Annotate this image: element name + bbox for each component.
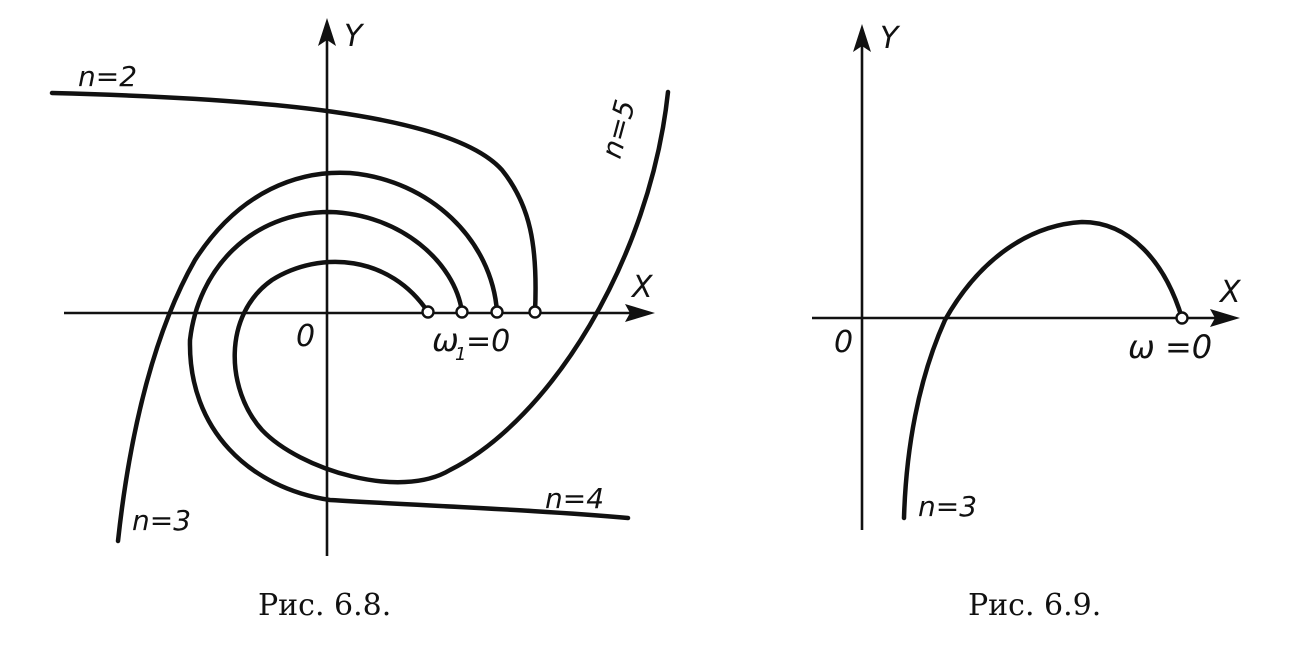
fig68-point-n5 bbox=[421, 305, 435, 319]
fig69-caption: Рис. 6.9. bbox=[968, 588, 1101, 623]
fig69-label-n3: n=3 bbox=[918, 490, 977, 523]
fig68-omega-label: ω 1 =0 bbox=[432, 321, 510, 365]
fig68-omega-equals: =0 bbox=[466, 324, 510, 359]
fig68-start-points bbox=[421, 305, 542, 319]
fig68-curve-n3 bbox=[115, 170, 500, 544]
fig68-curves bbox=[49, 89, 671, 544]
fig69-curve-n3 bbox=[901, 219, 1185, 521]
figure-6-8: Y X 0 n=2 n=3 n=4 n=5 ω 1 =0 Рис. 6.8. bbox=[49, 18, 671, 623]
fig68-y-arrow bbox=[318, 18, 336, 46]
fig68-point-n2 bbox=[528, 305, 542, 319]
fig68-x-label: X bbox=[630, 270, 654, 305]
fig68-curve-n2 bbox=[49, 90, 538, 315]
fig68-label-n2: n=2 bbox=[78, 60, 137, 93]
fig68-caption: Рис. 6.8. bbox=[258, 588, 391, 623]
fig69-start-point bbox=[1175, 311, 1189, 325]
figure-6-9: Y X 0 ω =0 n=3 Рис. 6.9. bbox=[812, 21, 1242, 623]
fig69-y-arrow bbox=[853, 24, 871, 52]
fig68-label-n5: n=5 bbox=[595, 96, 642, 162]
fig68-x-arrow bbox=[625, 304, 655, 322]
fig68-omega-symbol: ω bbox=[432, 321, 459, 359]
fig69-origin-label: 0 bbox=[834, 325, 853, 360]
fig69-axes bbox=[812, 24, 1240, 530]
fig68-curve-n5 bbox=[232, 89, 671, 485]
fig68-point-n3 bbox=[490, 305, 504, 319]
fig69-y-label: Y bbox=[880, 21, 901, 56]
fig68-omega-subscript: 1 bbox=[455, 344, 466, 365]
fig69-x-label: X bbox=[1218, 275, 1242, 310]
fig69-x-arrow bbox=[1210, 309, 1240, 327]
fig68-y-label: Y bbox=[344, 19, 365, 54]
fig68-origin-label: 0 bbox=[296, 319, 315, 354]
fig68-point-n4 bbox=[455, 305, 469, 319]
fig68-curve-n4 bbox=[187, 209, 631, 521]
fig68-label-n4: n=4 bbox=[545, 482, 604, 515]
fig69-omega-label: ω =0 bbox=[1128, 328, 1212, 366]
fig68-label-n3: n=3 bbox=[132, 504, 191, 537]
